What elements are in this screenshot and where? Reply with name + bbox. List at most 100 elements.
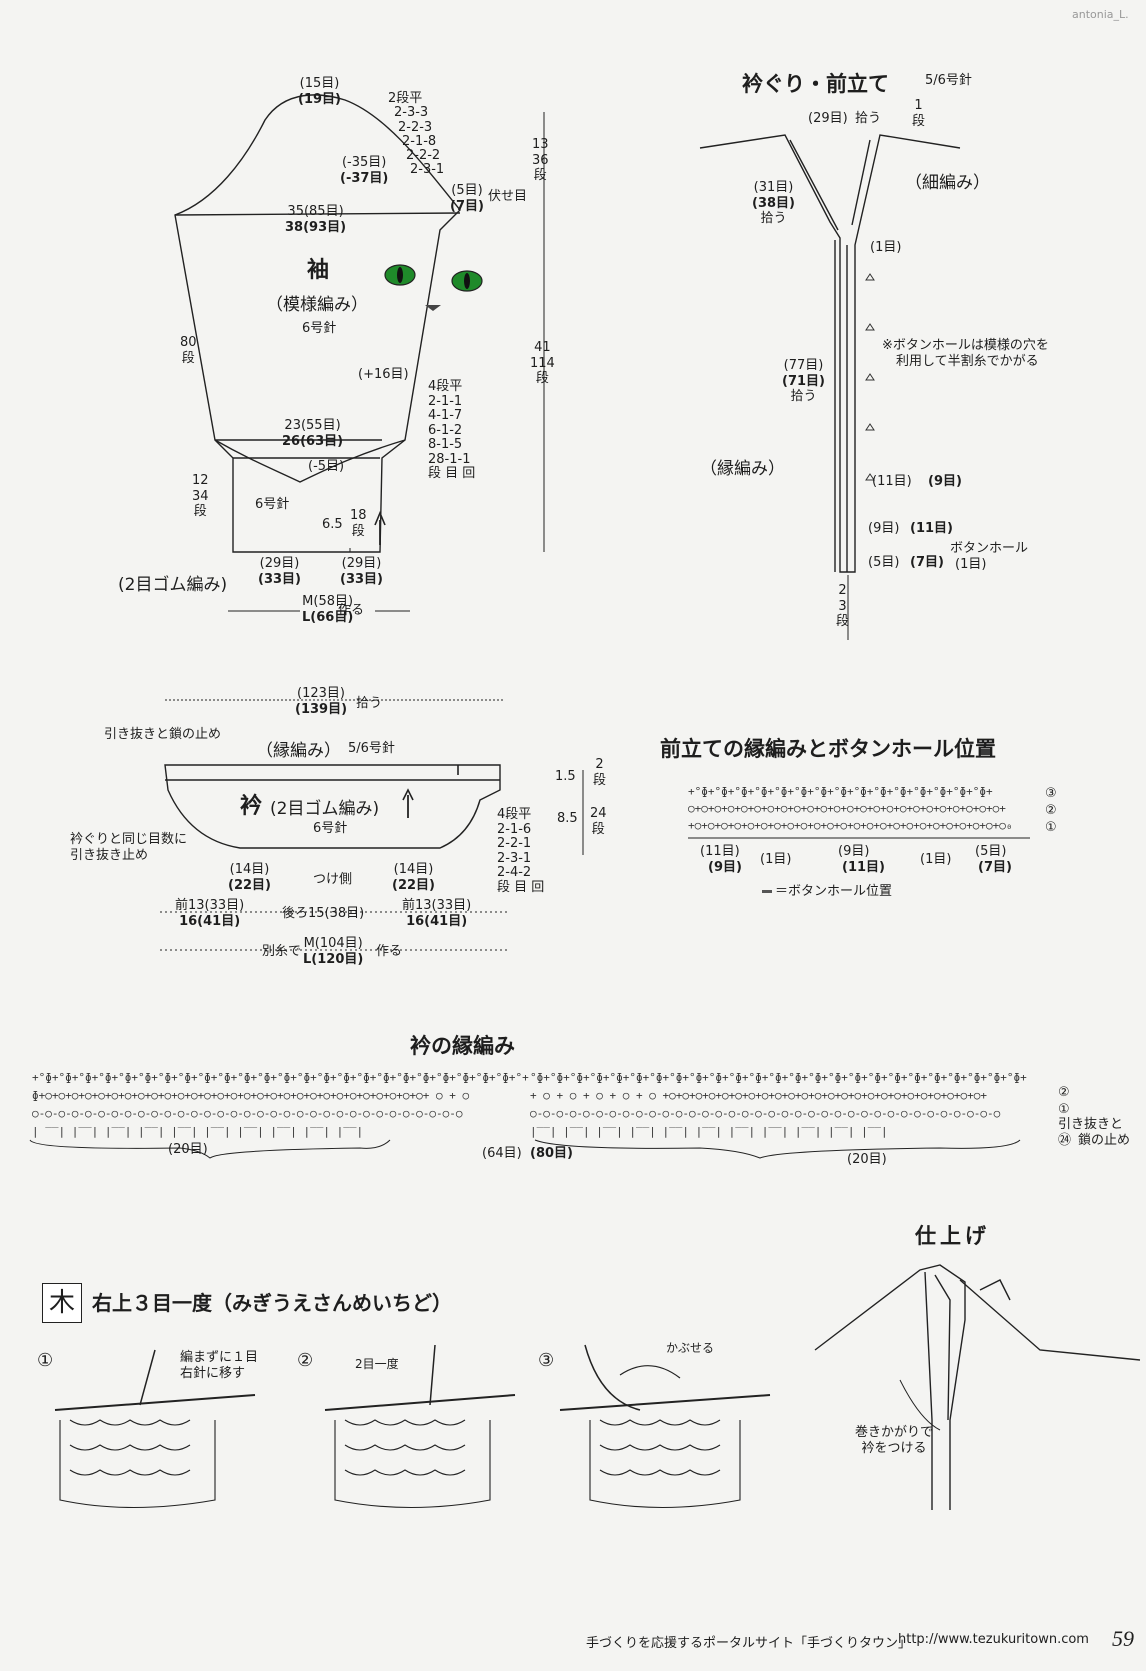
bh-count-5b: (7目)	[978, 860, 1012, 875]
front-band-title: 衿ぐり・前立て	[742, 72, 889, 96]
sleeve-bind-off: (5目)(7目)	[450, 183, 484, 214]
sleeve-outline	[174, 94, 461, 553]
cc-row-1-right: ○-○-○-○-○-○-○-○-○-○-○-○-○-○-○-○-○-○-○-○-…	[530, 1107, 1001, 1120]
step2-num: ②	[297, 1350, 314, 1371]
step1-note: 編まずに１目右針に移す	[180, 1350, 259, 1381]
cc-row-0-left: | ‾‾| |‾‾| |‾‾| |‾‾| |‾‾| |‾‾| |‾‾| |‾‾|…	[32, 1125, 364, 1138]
technique-title: 右上３目一度（みぎうえさんめいちど）	[92, 1291, 452, 1315]
gap3: (5目)	[868, 555, 900, 570]
bind-off-label: 伏せ目	[488, 189, 528, 204]
front-pick-side: (31目)(38目)拾う	[752, 180, 795, 227]
cuff-right-count: (29目)(33目)	[340, 556, 383, 587]
cc-row-label-5: 鎖の止め	[1078, 1133, 1131, 1148]
sleeve-width-bottom: 23(55目)26(63目)	[282, 418, 344, 449]
bh-chart-row2: ○+○+○+○+○+○+○+○+○+○+○+○+○+○+○+○+○+○+○+○+…	[688, 802, 1006, 815]
bh-legend: ＝ボタンホール位置	[762, 884, 892, 900]
bh-count-1: (11目)	[700, 844, 740, 859]
footer-text: 手づくりを応援するポータルサイト「手づくりタウン」	[586, 1636, 912, 1651]
cc-row-1-left: ○-○-○-○-○-○-○-○-○-○-○-○-○-○-○-○-○-○-○-○-…	[32, 1107, 463, 1120]
cc-row-label-1: ①	[1058, 1102, 1070, 1117]
bh-row-label-2: ②	[1045, 803, 1057, 818]
technique-symbol: 木	[48, 1288, 75, 1318]
front-one-st: (1目)	[870, 240, 902, 255]
front-pick-front: (77目)(71目)拾う	[782, 358, 825, 405]
gap2b: (11目)	[910, 521, 953, 536]
sleeve-dec-cuff: (-5目)	[308, 459, 345, 474]
sleeve-cap-rows: 2段平 2-3-3 2-2-3 2-1-8 2-2-2 2-3-1	[388, 91, 445, 178]
step1-num: ①	[37, 1350, 54, 1371]
collar-outline	[164, 764, 501, 849]
bh-chart-row1: +○+○+○+○+○+○+○+○+○+○+○+○+○+○+○+○+○+○+○+○…	[688, 819, 1013, 832]
bh-count-3: (9目)	[838, 844, 870, 859]
collar-top-label: 拾う	[356, 696, 383, 711]
cat-doodle	[384, 264, 483, 311]
sleeve-cast-on-label: 作る	[338, 603, 365, 618]
buttonhole-label: ボタンホール	[950, 541, 1029, 556]
collar-dim2: 8.5	[557, 811, 578, 826]
collar-cast-on: M(104目)L(120目)	[303, 936, 364, 967]
step3-num: ③	[538, 1350, 555, 1371]
bh-legend-mark	[762, 890, 772, 893]
buttonhole-note: ※ボタンホールは模様の穴を利用して半割糸でかがる	[882, 338, 1049, 369]
sleeve-inc-rows: 4段平 2-1-1 4-1-7 6-1-2 8-1-5 28-1-1 段 目 回	[428, 379, 476, 482]
sleeve-needle: 6号針	[302, 321, 337, 336]
cuff-needle: 6号針	[255, 497, 290, 512]
cuff-stitch: (2目ゴム編み)	[118, 575, 228, 595]
cc-row-2-right: + ○ + ○ + ○ + ○ + ○ +○+○+○+○+○+○+○+○+○+○…	[530, 1089, 987, 1102]
collar-edging-needle: 5/6号針	[348, 741, 395, 756]
collar-shaping: 4段平 2-1-6 2-2-1 2-3-1 2-4-2 段 目 回	[497, 807, 545, 895]
front-band-outline	[699, 134, 961, 573]
sleeve-inc-total: (+16目)	[358, 367, 409, 382]
front-pick-top: (29目)	[808, 111, 848, 126]
collar-dim1: 1.5	[555, 769, 576, 784]
collar-needle: 6号針	[313, 821, 348, 836]
single-crochet-label: （細編み）	[905, 173, 990, 193]
collar-edging: （縁編み）	[256, 741, 341, 761]
watermark: antonia_L.	[1072, 8, 1129, 21]
collar-front-right: 前13(33目)16(41目)	[402, 898, 472, 929]
sleeve-top-count: (15目)(19目)	[298, 76, 341, 107]
technique-symbol-box: 木	[42, 1283, 82, 1323]
step2-note: 2目一度	[355, 1357, 399, 1371]
bh-count-5: (5目)	[975, 844, 1007, 859]
bh-chart-row3: +°ɸ+°ɸ+°ɸ+°ɸ+°ɸ+°ɸ+°ɸ+°ɸ+°ɸ+°ɸ+°ɸ+°ɸ+°ɸ+…	[688, 785, 993, 798]
front-band-needle: 5/6号針	[925, 73, 972, 88]
finishing-title: 仕上げ	[915, 1224, 990, 1248]
bh-row-label-3: ③	[1045, 786, 1057, 801]
collar-side-note: 衿ぐりと同じ目数に引き抜き止め	[70, 832, 188, 863]
collar-chart-title: 衿の縁編み	[410, 1034, 515, 1058]
bh-row-label-1: ①	[1045, 820, 1057, 835]
cc-row-label-24: ㉔	[1058, 1133, 1072, 1148]
bh-count: (1目)	[955, 557, 987, 572]
collar-top-count: (123目)(139目)	[295, 686, 348, 717]
step3-note: かぶせる	[666, 1341, 715, 1355]
footer-url[interactable]: http://www.tezukuritown.com	[898, 1632, 1089, 1647]
edging-label: （縁編み）	[700, 459, 785, 479]
collar-stitch: (2目ゴム編み)	[270, 799, 380, 819]
cuff-left-count: (29目)(33目)	[258, 556, 301, 587]
bh-count-3b: (11目)	[842, 860, 885, 875]
collar-right-count: (14目)(22目)	[392, 862, 435, 893]
cc-count-1: (20目)	[168, 1142, 208, 1157]
cc-row-top-left: +°ɸ+°ɸ+°ɸ+°ɸ+°ɸ+°ɸ+°ɸ+°ɸ+°ɸ+°ɸ+°ɸ+°ɸ+°ɸ+…	[32, 1071, 529, 1084]
page-number: 59	[1112, 1626, 1134, 1651]
collar-title: 衿	[240, 794, 263, 819]
sleeve-width-top: 35(85目)38(93目)	[285, 204, 347, 235]
bh-count-1b: (9目)	[708, 860, 742, 875]
collar-front-left: 前13(33目)16(41目)	[175, 898, 245, 929]
cc-count-2: (64目)	[482, 1146, 522, 1161]
collar-waste: 別糸で	[262, 944, 302, 959]
finishing-note: 巻きかがりで衿をつける	[855, 1425, 934, 1456]
sleeve-pattern: （模様編み）	[266, 295, 368, 315]
bh-count-2: (1目)	[760, 852, 792, 867]
collar-back: 後ろ15(38目)	[282, 906, 365, 921]
gap2: (9目)	[868, 521, 900, 536]
